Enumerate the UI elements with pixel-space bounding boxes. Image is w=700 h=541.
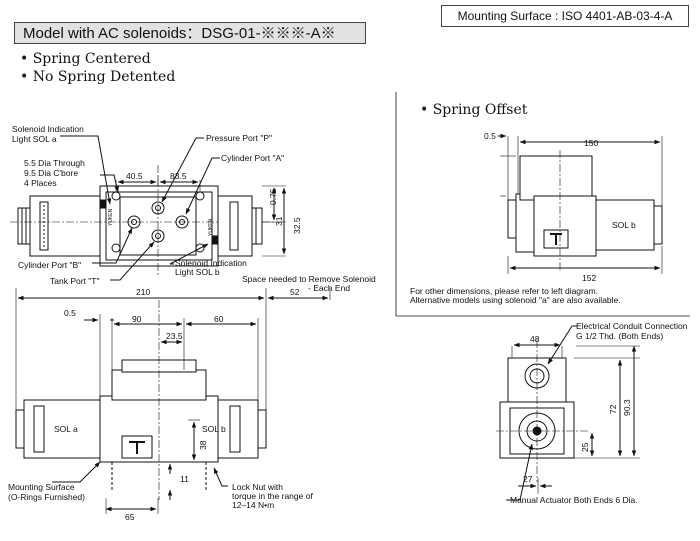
offset-note-2: Alternative models using solenoid "a" ar…: [410, 295, 621, 305]
lock-nut-note-2: torque in the range of: [232, 491, 313, 501]
dim-152: 152: [582, 273, 596, 283]
dim-48: 48: [530, 334, 540, 344]
conduit-note-1: Electrical Conduit Connection: [576, 321, 688, 331]
dim-0-75: 0.75: [268, 188, 278, 205]
dim-52: 52: [290, 287, 300, 297]
cylinder-port-b-label: Cylinder Port "B": [18, 260, 81, 270]
dim-65: 65: [125, 512, 135, 522]
manual-actuator-note: Manual Actuator Both Ends 6 Dia.: [510, 495, 638, 505]
top-view-body: [10, 165, 276, 275]
dia-cbore-label: 9.5 Dia C'bore: [24, 168, 78, 178]
dim-210: 210: [136, 287, 150, 297]
dim-90-3: 90.3: [622, 399, 632, 416]
offset-note-1: For other dimensions, please refer to le…: [410, 286, 598, 296]
mounting-surface-note-1: Mounting Surface: [8, 482, 75, 492]
dim-32-5: 32.5: [292, 217, 302, 234]
end-view-body: [496, 340, 588, 482]
variant-no-spring-detented: • No Spring Detented: [20, 69, 176, 85]
solenoid-light-a-label-1: Solenoid Indication: [12, 124, 84, 134]
dim-150: 150: [584, 138, 598, 148]
dim-side-0-5: 0.5: [64, 308, 76, 318]
dim-offset-0-5: 0.5: [484, 131, 496, 141]
lock-nut-note-3: 12–14 N•m: [232, 500, 274, 510]
lock-nut-note-1: Lock Nut with: [232, 482, 283, 492]
dim-72: 72: [608, 404, 618, 414]
cylinder-port-a-label: Cylinder Port "A": [221, 153, 284, 163]
model-title: Model with AC solenoids：DSG-01-※※※-A※: [14, 22, 366, 44]
pressure-port-label: Pressure Port "P": [206, 133, 272, 143]
variant-spring-centered: • Spring Centered: [20, 51, 151, 67]
solenoid-light-a-label-2: Light SOL a: [12, 134, 57, 144]
side-view-body: [15, 300, 267, 500]
space-needed-label-2: - Each End: [308, 283, 350, 293]
solenoid-light-b-label-2: Light SOL b: [175, 267, 220, 277]
sol-b-offset-label: SOL b: [612, 220, 636, 230]
dim-38: 38: [198, 440, 208, 450]
dim-40-5: 40.5: [126, 171, 143, 181]
dim-83-5: 83.5: [170, 171, 187, 181]
dia-places-label: 4 Places: [24, 178, 57, 188]
solenoid-light-b-label-1: Solenoid Indication: [175, 258, 247, 268]
sol-a-label: SOL a: [54, 424, 78, 434]
sol-b-label: SOL b: [202, 424, 226, 434]
mounting-surface-header: Mounting Surface : ISO 4401-AB-03-4-A: [441, 5, 689, 27]
spring-offset-body: [500, 150, 663, 270]
spring-offset-heading: • Spring Offset: [420, 102, 528, 118]
space-needed-label-1: Space needed to Remove Solenoid: [242, 274, 376, 284]
tank-port-label: Tank Port "T": [50, 276, 100, 286]
conduit-note-2: G 1/2 Thd. (Both Ends): [576, 331, 663, 341]
dia-through-label: 5.5 Dia Through: [24, 158, 85, 168]
brand-label-b: YUKEN: [208, 218, 214, 236]
dim-31: 31: [274, 216, 284, 226]
dim-90: 90: [132, 314, 142, 324]
dim-27: 27: [523, 474, 533, 484]
brand-label-a: YUKEN: [108, 208, 114, 226]
dim-60: 60: [214, 314, 224, 324]
dim-23-5: 23.5: [166, 331, 183, 341]
dim-25: 25: [580, 442, 590, 452]
mounting-surface-note-2: (O-Rings Furnished): [8, 492, 85, 502]
dim-11: 11: [180, 474, 189, 484]
